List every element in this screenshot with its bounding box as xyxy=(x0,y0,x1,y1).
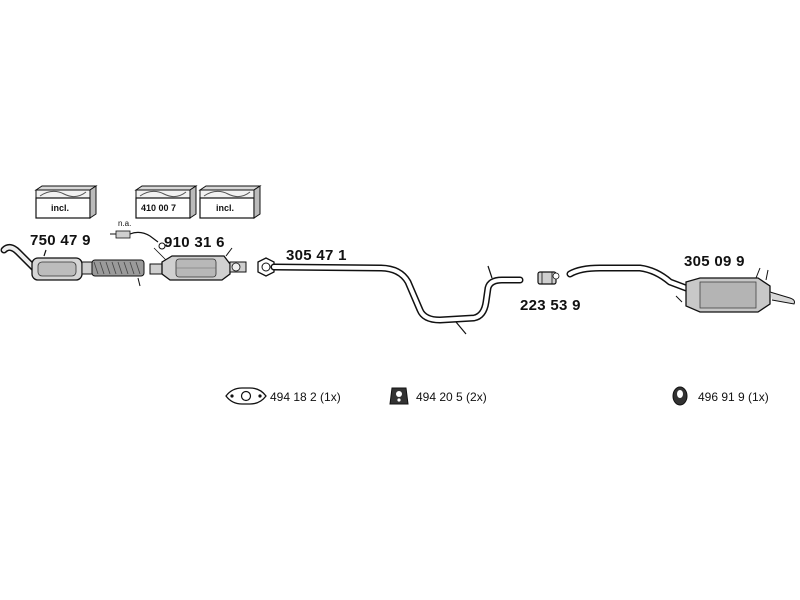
kit-box-1-label: incl. xyxy=(51,203,70,213)
pipe-clamp xyxy=(537,271,560,285)
oxygen-sensor xyxy=(110,230,166,250)
gasket-icon xyxy=(225,387,267,405)
part-number-223539: 223 53 9 xyxy=(520,297,581,314)
kit-box-3-label: incl. xyxy=(216,203,235,213)
kit-box-2 xyxy=(134,185,198,219)
part-number-910316: 910 31 6 xyxy=(164,234,225,251)
part-number-750479: 750 47 9 xyxy=(30,232,91,249)
rubber-hanger-icon xyxy=(389,387,409,405)
kit-box-1 xyxy=(34,185,98,219)
kit-box-3 xyxy=(198,185,262,219)
legend-gasket-label: 494 18 2 (1x) xyxy=(270,390,341,404)
part-number-305471: 305 47 1 xyxy=(286,247,347,264)
kit-box-2-label: 410 00 7 xyxy=(141,203,177,213)
legend-hanger-b-label: 496 91 9 (1x) xyxy=(698,390,769,404)
middle-pipe xyxy=(270,263,524,335)
rubber-ring-icon xyxy=(672,386,688,406)
front-catalytic-converter xyxy=(0,243,145,287)
part-number-305099: 305 09 9 xyxy=(684,253,745,270)
catalytic-converter xyxy=(149,247,247,281)
rear-silencer xyxy=(566,264,795,313)
legend-hanger-a-label: 494 20 5 (2x) xyxy=(416,390,487,404)
flange-connector xyxy=(257,257,275,277)
sensor-na-label: n.a. xyxy=(118,219,132,228)
